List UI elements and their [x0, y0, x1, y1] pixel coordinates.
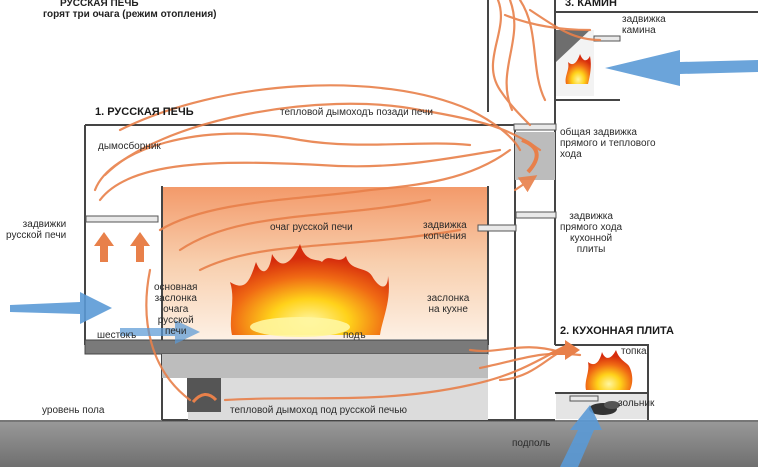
label-stove-dampers: задвижки русской печи	[6, 219, 67, 241]
label-cellar: подполь	[512, 438, 551, 449]
label-shestok: шестокъ	[97, 330, 137, 341]
label-smoke-collector: дымосборник	[98, 141, 161, 152]
label-fireplace-damper: задвижка камина	[622, 14, 666, 36]
up-arrow-icon	[94, 232, 580, 360]
flame-icon	[585, 350, 633, 390]
flame-icon	[230, 244, 389, 337]
label-rear-flue: тепловой дымоходъ позади печи	[280, 107, 433, 118]
label-kitchen-shutter: заслонка на кухне	[427, 293, 470, 315]
label-smoking-damper: задвижка копчения	[423, 220, 467, 242]
flame-icon	[565, 54, 591, 84]
label-main-shutter: основная заслонка очага русской печи	[154, 282, 198, 337]
page-subtitle: горят три очага (режим отопления)	[43, 9, 217, 20]
ground	[0, 420, 758, 467]
page-title: РУССКАЯ ПЕЧЬ	[60, 0, 139, 9]
section-russian-stove: 1. РУССКАЯ ПЕЧЬ	[95, 106, 194, 118]
label-floor-level: уровень пола	[42, 405, 105, 416]
label-kitchen-direct-damper: задвижка прямого хода кухонной плиты	[560, 211, 623, 255]
hot-flow-lines	[93, 0, 602, 402]
label-firebox: топка	[621, 346, 647, 357]
label-pod: подъ	[343, 330, 366, 341]
label-under-flue: тепловой дымоход под русской печью	[230, 405, 407, 416]
air-arrow-icon	[10, 50, 758, 467]
damper-icon	[85, 35, 621, 402]
section-fireplace: 3. КАМИН	[565, 0, 617, 9]
stove-base	[84, 339, 489, 420]
label-ash-pit: зольник	[618, 398, 655, 409]
label-common-damper: общая задвижка прямого и теплового хода	[560, 127, 656, 160]
section-kitchen-stove: 2. КУХОННАЯ ПЛИТА	[560, 325, 674, 337]
label-hearth: очаг русской печи	[270, 222, 353, 233]
